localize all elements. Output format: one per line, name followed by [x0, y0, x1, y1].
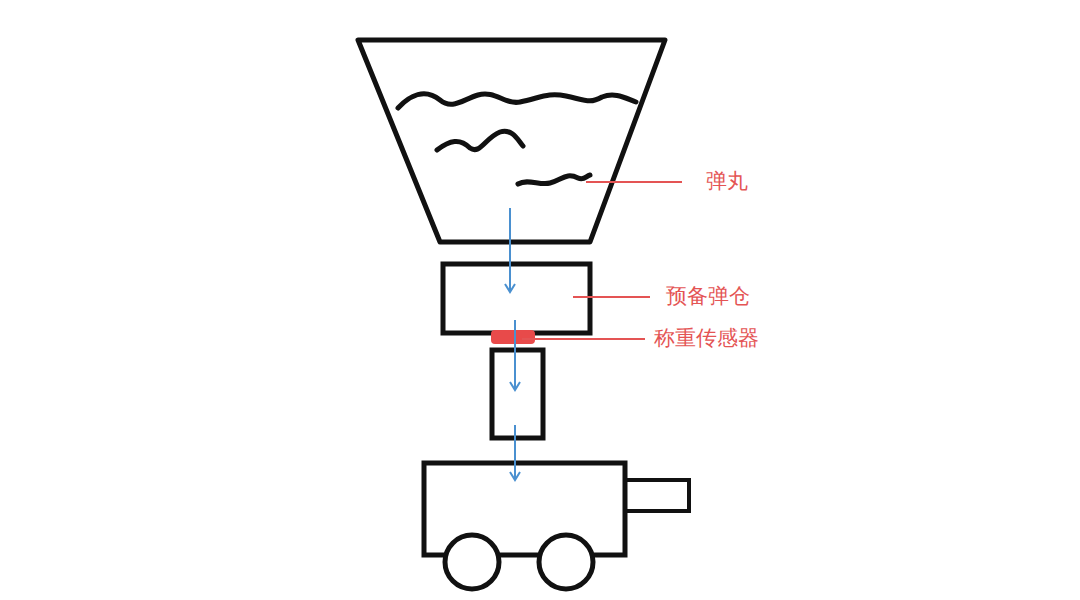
wheel [445, 535, 499, 589]
flow-arrow [509, 208, 511, 292]
flow-arrow [514, 320, 516, 390]
feed-tube [492, 350, 543, 438]
flow-arrow [514, 425, 516, 480]
wheel [539, 535, 593, 589]
part-label: 称重传感器 [654, 326, 759, 351]
reserve-magazine [443, 264, 590, 333]
pellet-layer [437, 131, 523, 150]
hopper [358, 40, 665, 242]
leader-line [586, 181, 682, 183]
pellet-layer [398, 94, 636, 108]
leader-line [573, 296, 650, 298]
pellet-layer [518, 175, 590, 184]
part-label: 预备弹仓 [666, 284, 750, 309]
weight-sensor [491, 330, 535, 344]
barrel [625, 480, 689, 511]
part-label: 弹丸 [706, 169, 748, 194]
leader-line [522, 338, 645, 340]
